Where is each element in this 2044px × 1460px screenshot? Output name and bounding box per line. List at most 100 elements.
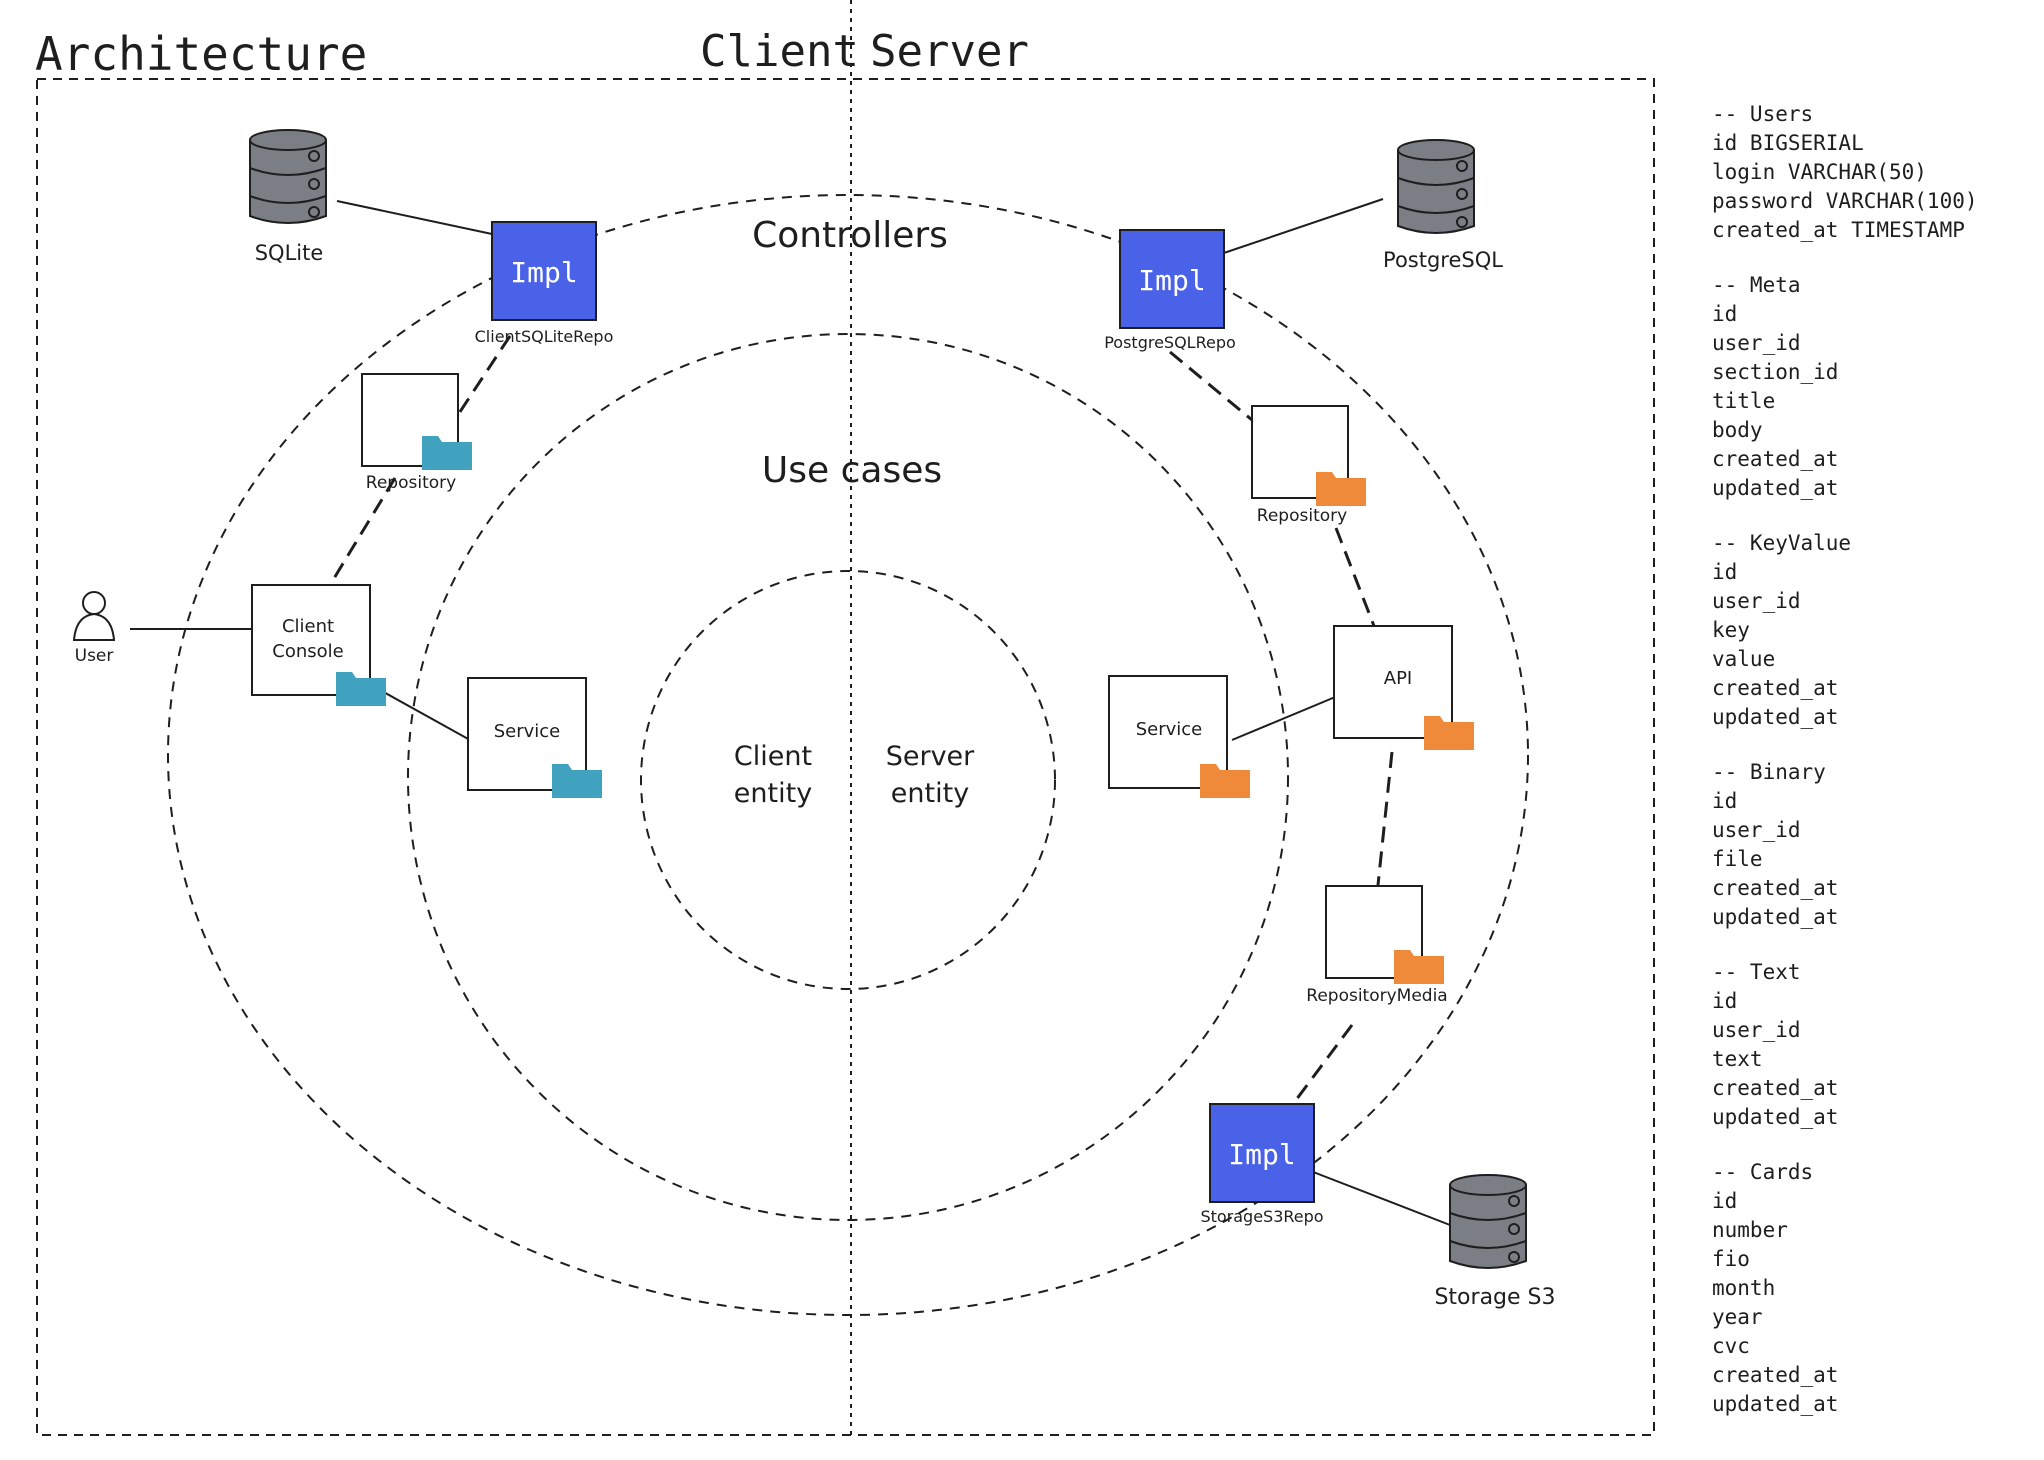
schema-column: title [1712, 389, 1776, 413]
db-schema-notes: -- Users id BIGSERIAL login VARCHAR(50) pas… [1712, 100, 2032, 1445]
schema-column: file [1712, 847, 1763, 871]
schema-table-header: -- Meta [1712, 273, 1801, 297]
schema-column: created_at TIMESTAMP [1712, 218, 1965, 242]
edge-repomedia-s3impl [1294, 1024, 1354, 1101]
edge-repo-console [331, 477, 397, 581]
schema-column: number [1712, 1218, 1788, 1242]
schema-column: updated_at [1712, 905, 1839, 929]
use-cases-ring [407, 333, 1289, 1221]
server-entity-line1: Server [886, 741, 975, 772]
repository-media-label: RepositoryMedia [1306, 986, 1447, 1006]
client-sqlite-repo-label: ClientSQLiteRepo [475, 327, 614, 346]
edge-impl-repo-client [446, 335, 512, 431]
layer-controllers: Controllers [752, 215, 948, 256]
server-entity-line2: entity [891, 778, 969, 809]
client-service-folder-icon [552, 764, 602, 798]
postgresql-repo-label: PostgreSQLRepo [1104, 333, 1236, 352]
edge-repo-api [1334, 527, 1376, 627]
server-repository-folder-icon [1316, 472, 1366, 506]
user-label: User [75, 646, 114, 666]
impl-postgresql: Impl [1119, 229, 1225, 329]
schema-column: section_id [1712, 360, 1839, 384]
edge-impl-repo-server [1169, 350, 1253, 422]
client-console-line2: Console [272, 641, 343, 662]
impl-client-sqlite: Impl [491, 221, 597, 321]
client-repository-folder-icon [422, 436, 472, 470]
storage-s3-label: Storage S3 [1434, 1285, 1555, 1310]
schema-column: created_at [1712, 1076, 1839, 1100]
client-console-folder-icon [336, 672, 386, 706]
schema-table-header: -- KeyValue [1712, 531, 1852, 555]
schema-column: month [1712, 1276, 1776, 1300]
schema-column: updated_at [1712, 476, 1839, 500]
schema-table: -- Cards id number fio month year cvc created_a… [1712, 1158, 2032, 1419]
schema-column: updated_at [1712, 705, 1839, 729]
api-label: API [1384, 668, 1412, 689]
client-title: Client [700, 26, 859, 77]
impl-text: Impl [510, 256, 577, 289]
schema-table-header: -- Cards [1712, 1160, 1814, 1184]
client-entity-line2: entity [734, 778, 812, 809]
schema-column: user_id [1712, 331, 1801, 355]
client-entity-line1: Client [734, 741, 812, 772]
schema-column: created_at [1712, 876, 1839, 900]
repository-media-folder-icon [1394, 950, 1444, 984]
api-folder-icon [1424, 716, 1474, 750]
schema-column: password VARCHAR(100) [1712, 189, 1978, 213]
layer-use-cases: Use cases [762, 450, 942, 491]
user-icon [72, 591, 116, 641]
schema-column: key [1712, 618, 1750, 642]
schema-column: id [1712, 989, 1738, 1013]
impl-text: Impl [1138, 264, 1205, 297]
frame [36, 78, 1655, 1436]
storage-s3-repo-label: StorageS3Repo [1200, 1207, 1323, 1226]
schema-table: -- Users id BIGSERIAL login VARCHAR(50) pas… [1712, 100, 2032, 245]
storage-s3-database-icon [1449, 1174, 1527, 1269]
postgresql-label: PostgreSQL [1383, 248, 1503, 272]
client-console-line1: Client [282, 616, 334, 637]
schema-table-header: -- Text [1712, 960, 1801, 984]
server-repository-label: Repository [1257, 506, 1347, 526]
schema-column: text [1712, 1047, 1763, 1071]
schema-column: created_at [1712, 447, 1839, 471]
schema-column: fio [1712, 1247, 1750, 1271]
schema-column: body [1712, 418, 1763, 442]
server-title: Server [870, 26, 1029, 77]
schema-column: user_id [1712, 818, 1801, 842]
schema-column: id [1712, 560, 1738, 584]
schema-column: user_id [1712, 589, 1801, 613]
schema-column: user_id [1712, 1018, 1801, 1042]
schema-table-header: -- Users [1712, 102, 1814, 126]
schema-column: id [1712, 302, 1738, 326]
schema-column: id BIGSERIAL [1712, 131, 1864, 155]
impl-text: Impl [1228, 1138, 1295, 1171]
schema-column: id [1712, 1189, 1738, 1213]
sqlite-label: SQLite [255, 241, 324, 265]
schema-column: created_at [1712, 676, 1839, 700]
sqlite-database-icon [249, 129, 327, 224]
edge-s3impl-storage [1307, 1169, 1451, 1226]
edge-sqlite-impl [336, 200, 493, 235]
server-service-folder-icon [1200, 764, 1250, 798]
schema-column: value [1712, 647, 1776, 671]
schema-table-header: -- Binary [1712, 760, 1826, 784]
postgresql-database-icon [1397, 139, 1475, 234]
page-title: Architecture [35, 27, 367, 81]
entity-ring [640, 570, 1056, 990]
schema-column: cvc [1712, 1334, 1750, 1358]
schema-column: updated_at [1712, 1105, 1839, 1129]
schema-column: created_at [1712, 1363, 1839, 1387]
schema-column: year [1712, 1305, 1763, 1329]
client-repository-label: Repository [366, 473, 456, 493]
schema-column: id [1712, 789, 1738, 813]
edge-api-repomedia [1376, 751, 1394, 886]
server-service-label: Service [1136, 719, 1203, 740]
impl-storage-s3: Impl [1209, 1103, 1315, 1203]
schema-column: login VARCHAR(50) [1712, 160, 1927, 184]
edge-postgres-impl [1217, 198, 1384, 256]
